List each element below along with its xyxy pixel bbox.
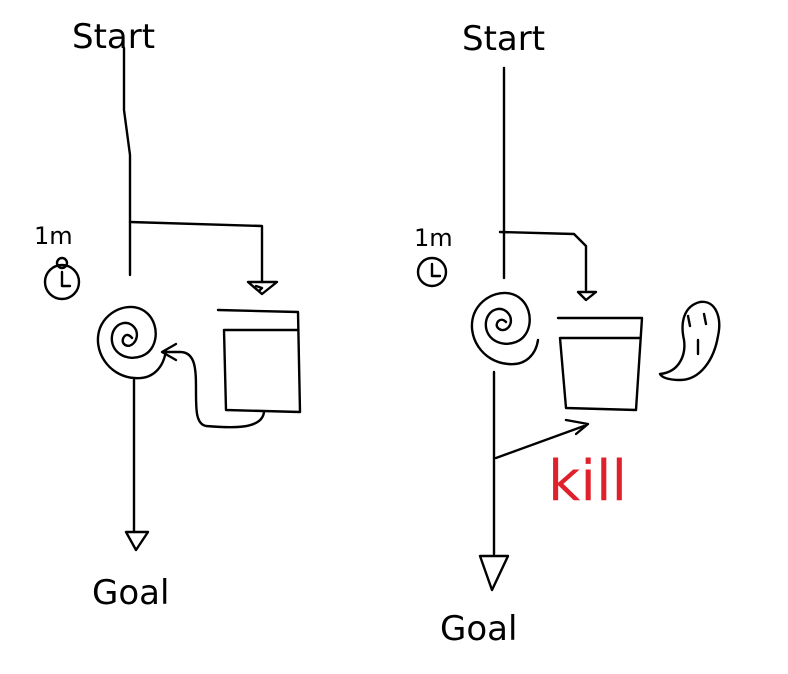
right-goal-arrowhead xyxy=(478,554,510,592)
right-start-label: Start xyxy=(462,19,545,59)
left-spiral-icon xyxy=(96,305,168,380)
left-stopwatch-icon xyxy=(43,256,81,301)
right-stopwatch-icon xyxy=(416,256,448,288)
right-kill-label: kill xyxy=(548,449,627,514)
left-branch-arrow-mark xyxy=(254,284,264,293)
right-spiral-icon xyxy=(470,291,540,366)
right-diagram: Start 1m kill Goal xyxy=(414,19,721,649)
left-return-line xyxy=(164,350,266,429)
left-duration-label: 1m xyxy=(34,222,73,250)
right-ghost-icon xyxy=(658,300,721,382)
left-branch-line xyxy=(128,220,264,284)
right-branch-arrowhead xyxy=(576,290,598,302)
right-kill-arrowhead xyxy=(564,418,590,436)
left-goal-arrowhead xyxy=(124,530,150,552)
left-branch-arrowhead xyxy=(246,280,279,296)
left-start-label: Start xyxy=(72,17,155,57)
right-duration-label: 1m xyxy=(414,224,453,252)
right-bucket-icon xyxy=(556,316,644,412)
right-goal-label: Goal xyxy=(440,609,517,649)
left-diagram: Start 1m Goal xyxy=(34,17,302,613)
left-main-line xyxy=(122,46,132,277)
left-goal-label: Goal xyxy=(92,573,169,613)
right-branch-line xyxy=(498,230,588,292)
left-return-arrowhead xyxy=(160,342,178,362)
left-bucket-icon xyxy=(216,308,302,414)
right-kill-line xyxy=(494,424,586,460)
